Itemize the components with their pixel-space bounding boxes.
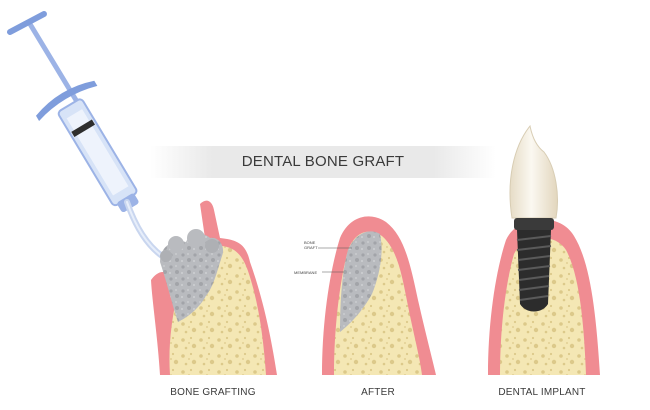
syringe (7, 11, 165, 259)
annotation-bone-graft: BONE GRAFT (304, 240, 318, 250)
annotation-membrane: MEMBRANE (294, 270, 318, 275)
stage-dental-implant (488, 124, 600, 375)
title-banner (150, 146, 496, 178)
stage-label-dental-implant: DENTAL IMPLANT (498, 387, 586, 398)
stage-bone-grafting (151, 200, 277, 375)
stage-after (318, 216, 436, 375)
diagram-title: DENTAL BONE GRAFT (241, 153, 405, 170)
stage-label-after: AFTER (361, 387, 395, 398)
stage-label-bone-grafting: BONE GRAFTING (170, 387, 256, 398)
